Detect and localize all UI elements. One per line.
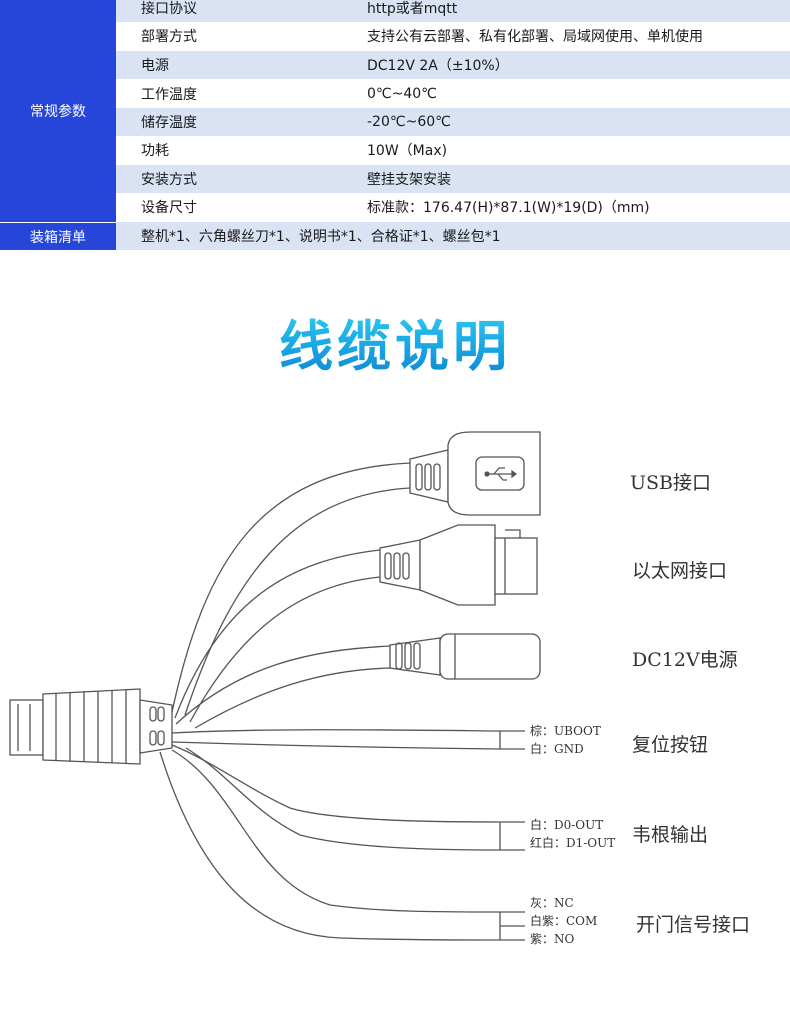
wiegand-label: 韦根输出 bbox=[632, 824, 709, 846]
wire-label: 白：GND bbox=[530, 742, 584, 756]
category-packing: 装箱清单 bbox=[0, 223, 116, 250]
spec-key: 功耗 bbox=[141, 143, 169, 159]
spec-key: 储存温度 bbox=[141, 115, 197, 131]
wire-label: 紫：NO bbox=[530, 932, 575, 946]
usb-icon bbox=[484, 467, 517, 481]
usb-connector bbox=[409, 431, 541, 516]
section-title: 线缆说明 bbox=[0, 302, 790, 381]
dc-power-label: DC12V电源 bbox=[632, 649, 738, 671]
spec-row: 安装方式 壁挂支架安装 bbox=[116, 165, 790, 193]
category-general-label: 常规参数 bbox=[30, 104, 86, 120]
spec-value: 10W（Max) bbox=[367, 143, 448, 159]
reset-button-label: 复位按钮 bbox=[632, 734, 709, 756]
spec-key: 接口协议 bbox=[141, 1, 197, 17]
spec-key: 设备尺寸 bbox=[141, 200, 197, 216]
packing-list: 整机*1、六角螺丝刀*1、说明书*1、合格证*1、螺丝包*1 bbox=[141, 229, 501, 245]
usb-label: USB接口 bbox=[630, 472, 711, 494]
wire-label: 棕：UBOOT bbox=[530, 724, 601, 738]
spec-key: 电源 bbox=[141, 58, 169, 74]
spec-row: 电源 DC12V 2A（±10%） bbox=[116, 51, 790, 79]
door-signal-label: 开门信号接口 bbox=[636, 914, 751, 936]
wire-label: 白：D0-OUT bbox=[530, 818, 604, 832]
spec-key: 部署方式 bbox=[141, 29, 197, 45]
category-packing-label: 装箱清单 bbox=[30, 229, 86, 246]
dc-connector bbox=[389, 633, 541, 680]
spec-row: 工作温度 0℃~40℃ bbox=[116, 80, 790, 108]
spec-row: 功耗 10W（Max) bbox=[116, 136, 790, 164]
spec-value: -20℃~60℃ bbox=[367, 114, 451, 130]
category-general: 常规参数 bbox=[0, 0, 116, 222]
cable-diagram bbox=[9, 431, 541, 941]
wire-label: 白紫：COM bbox=[530, 914, 598, 928]
spec-value: DC12V 2A（±10%） bbox=[367, 58, 509, 74]
spec-key: 安装方式 bbox=[141, 172, 197, 188]
wire-label: 红白：D1-OUT bbox=[530, 836, 616, 850]
spec-value: http或者mqtt bbox=[367, 1, 458, 17]
spec-value: 0℃~40℃ bbox=[367, 86, 437, 102]
ethernet-connector bbox=[379, 524, 538, 606]
wire-label: 灰：NC bbox=[530, 896, 574, 910]
ethernet-label: 以太网接口 bbox=[632, 560, 728, 582]
main-connector bbox=[9, 688, 173, 765]
packing-row: 整机*1、六角螺丝刀*1、说明书*1、合格证*1、螺丝包*1 bbox=[116, 222, 790, 250]
spec-row: 储存温度 -20℃~60℃ bbox=[116, 108, 790, 136]
spec-row: 部署方式 支持公有云部署、私有化部署、局域网使用、单机使用 bbox=[116, 22, 790, 50]
spec-value: 壁挂支架安装 bbox=[367, 172, 451, 188]
spec-row: 设备尺寸 标准款：176.47(H)*87.1(W)*19(D)（mm) bbox=[116, 193, 790, 221]
spec-value: 支持公有云部署、私有化部署、局域网使用、单机使用 bbox=[367, 29, 703, 45]
spec-value: 标准款：176.47(H)*87.1(W)*19(D)（mm) bbox=[367, 200, 650, 216]
spec-row: 接口协议 http或者mqtt bbox=[116, 0, 790, 22]
spec-key: 工作温度 bbox=[141, 87, 197, 103]
